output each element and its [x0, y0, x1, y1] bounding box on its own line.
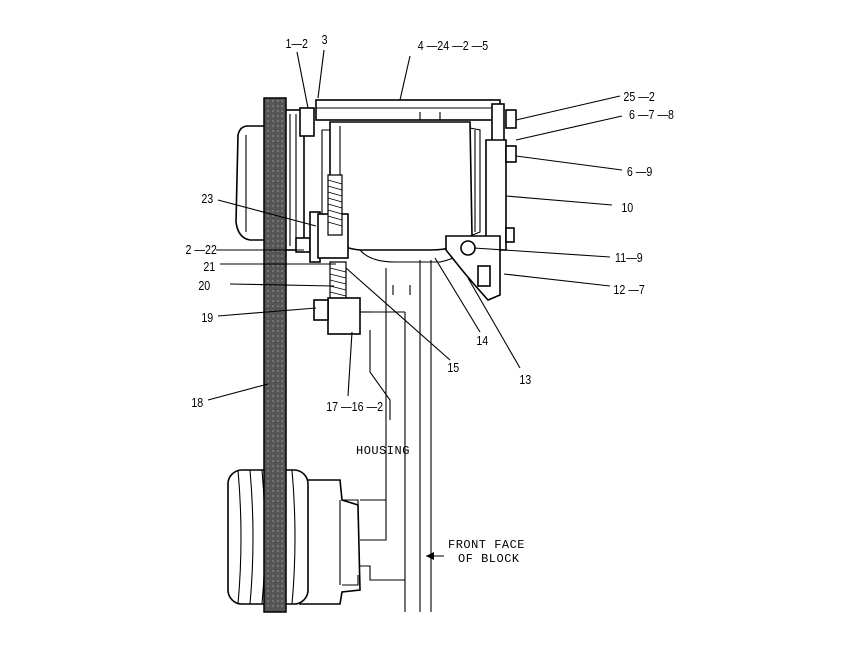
mounting-bracket	[315, 99, 505, 145]
front-face-label-line1: FRONT FACE	[448, 538, 525, 552]
callout-label: 3	[322, 32, 328, 47]
side-bracket	[445, 139, 507, 301]
drive-belt	[263, 97, 287, 613]
callout-label: 10	[621, 200, 633, 215]
callout-label: 1—2	[285, 36, 308, 51]
callout-label: 11—9	[615, 250, 643, 265]
hardware	[295, 107, 517, 335]
callout-label: 25 —2	[623, 89, 654, 104]
engine-block-outline	[350, 260, 432, 612]
callout-label: 23	[201, 191, 213, 206]
callout-label: 15	[447, 360, 459, 375]
callout-label: 6 —9	[627, 164, 653, 179]
housing-label: HOUSING	[356, 444, 410, 458]
alternator-pulley	[235, 109, 305, 251]
callout-label: 21	[203, 259, 215, 274]
callout-label: 18	[191, 395, 203, 410]
crankshaft-pulley	[227, 469, 361, 605]
callout-label: 12 —7	[613, 282, 644, 297]
front-face-label-line2: OF BLOCK	[458, 552, 520, 566]
callout-label: 4 —24 —2 —5	[418, 38, 489, 53]
diagram-notes: HOUSING FRONT FACE OF BLOCK	[356, 444, 525, 566]
callout-label: 6 —7 —8	[629, 107, 674, 122]
callout-label: 2 —22	[185, 242, 216, 257]
callout-label: 14	[476, 333, 488, 348]
callout-labels: 1—2 3 4 —24 —2 —5 25 —2 6 —7 —8 6 —9 10 …	[185, 32, 674, 414]
leader-lines	[207, 49, 623, 560]
callout-label: 20	[198, 278, 210, 293]
callout-label: 13	[519, 372, 531, 387]
callout-label: 19	[201, 310, 213, 325]
callout-label: 17 —16 —2	[326, 399, 383, 414]
